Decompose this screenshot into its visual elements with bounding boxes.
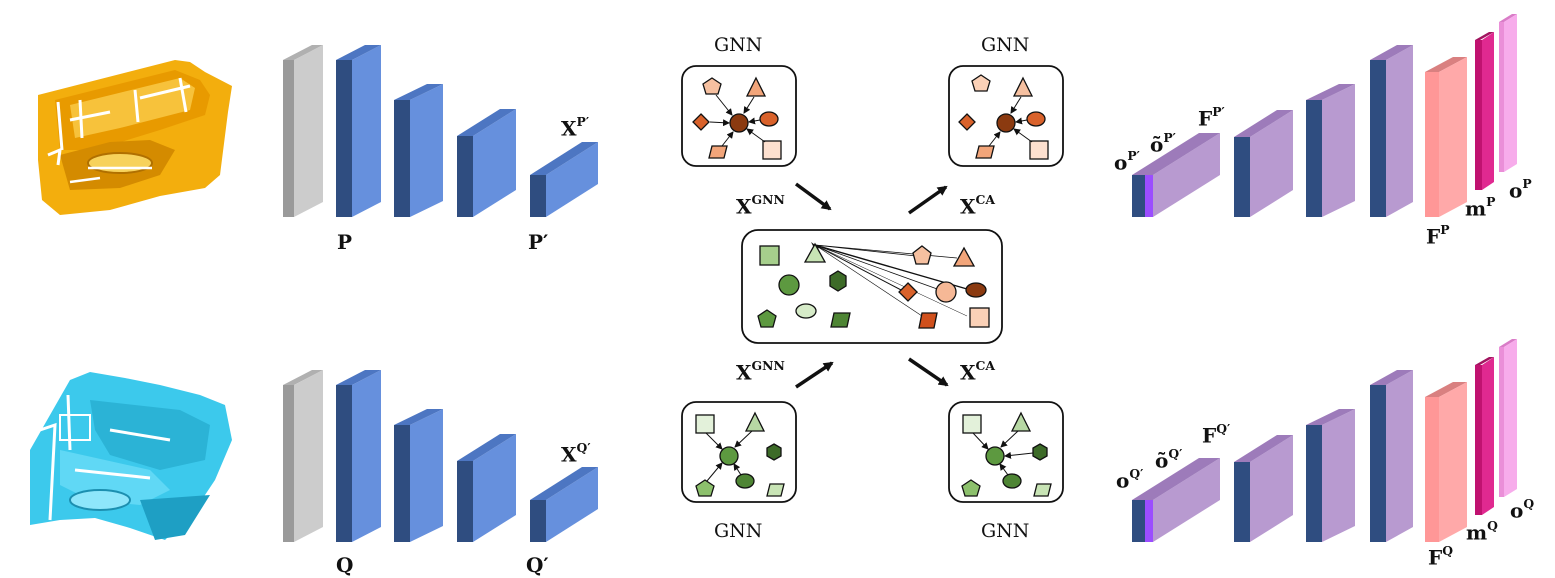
label-f-p-prime: FP′ (1198, 104, 1225, 131)
decoder-block-q-2 (1234, 435, 1293, 542)
label-p-prime: P′ (528, 230, 549, 254)
label-otilde-q-prime: õQ′ (1155, 446, 1183, 473)
gnn-label-top-right: GNN (981, 34, 1030, 56)
label-o-p: oP (1509, 176, 1532, 203)
decoder-block-q-1 (1132, 458, 1220, 542)
label-x-gnn-bottom: XGNN (736, 358, 785, 385)
label-q: Q (336, 553, 354, 577)
input-block-q (283, 370, 323, 542)
label-m-p: mP (1465, 194, 1496, 221)
source-point-cloud (38, 60, 232, 215)
input-block-p (283, 45, 323, 217)
encoder-block-q-2 (394, 409, 443, 542)
encoder-block-p-prime (530, 142, 598, 217)
target-point-cloud (30, 372, 232, 540)
label-m-q: mQ (1466, 518, 1498, 545)
decoder-bottom (1132, 339, 1517, 542)
decoder-block-q-3 (1306, 409, 1355, 542)
label-x-p-prime: XP′ (561, 114, 590, 141)
label-o-q-prime: oQ′ (1116, 466, 1144, 493)
label-x-q-prime: XQ′ (561, 440, 591, 467)
decoder-block-p-3 (1306, 84, 1355, 217)
gnn-box-bottom-left (681, 401, 797, 503)
feature-block-f-q (1425, 382, 1467, 542)
gnn-box-bottom-right (948, 401, 1064, 503)
gnn-box-top-right (948, 65, 1064, 167)
decoder-block-p-1 (1132, 133, 1220, 217)
label-o-q: oQ (1510, 496, 1535, 523)
encoder-block-q-3 (457, 434, 516, 542)
label-p: P (337, 230, 353, 254)
decoder-block-p-2 (1234, 110, 1293, 217)
encoder-block-p-2 (394, 84, 443, 217)
overlap-block-o-q (1499, 339, 1517, 497)
encoder-top (283, 45, 598, 217)
decoder-block-p-4 (1370, 45, 1413, 217)
label-f-q-prime: FQ′ (1202, 421, 1231, 448)
encoder-bottom (283, 370, 598, 542)
encoder-block-p-1 (336, 45, 381, 217)
decoder-block-q-4 (1370, 370, 1413, 542)
encoder-block-q-prime (530, 467, 598, 542)
mask-block-m-q (1475, 357, 1494, 515)
gnn-box-top-left (681, 65, 797, 167)
label-otilde-p-prime: õP′ (1150, 130, 1176, 157)
decoder-top (1132, 14, 1517, 217)
feature-block-f-p (1425, 57, 1467, 217)
encoder-block-p-3 (457, 109, 516, 217)
encoder-block-q-1 (336, 370, 381, 542)
label-x-ca-bottom: XCA (960, 358, 996, 385)
label-x-ca-top: XCA (960, 192, 996, 219)
mask-block-m-p (1475, 32, 1494, 190)
gnn-label-bottom-right: GNN (981, 520, 1030, 542)
label-x-gnn-top: XGNN (736, 192, 785, 219)
cross-attention-box (741, 229, 1003, 344)
label-f-q: FQ (1428, 543, 1453, 570)
overlap-block-o-p (1499, 14, 1517, 172)
flow-arrows (794, 182, 949, 389)
label-f-p: FP (1426, 222, 1450, 249)
label-o-p-prime: oP′ (1114, 148, 1140, 175)
gnn-label-bottom-left: GNN (714, 520, 763, 542)
gnn-label-top-left: GNN (714, 34, 763, 56)
label-q-prime: Q′ (526, 553, 549, 577)
